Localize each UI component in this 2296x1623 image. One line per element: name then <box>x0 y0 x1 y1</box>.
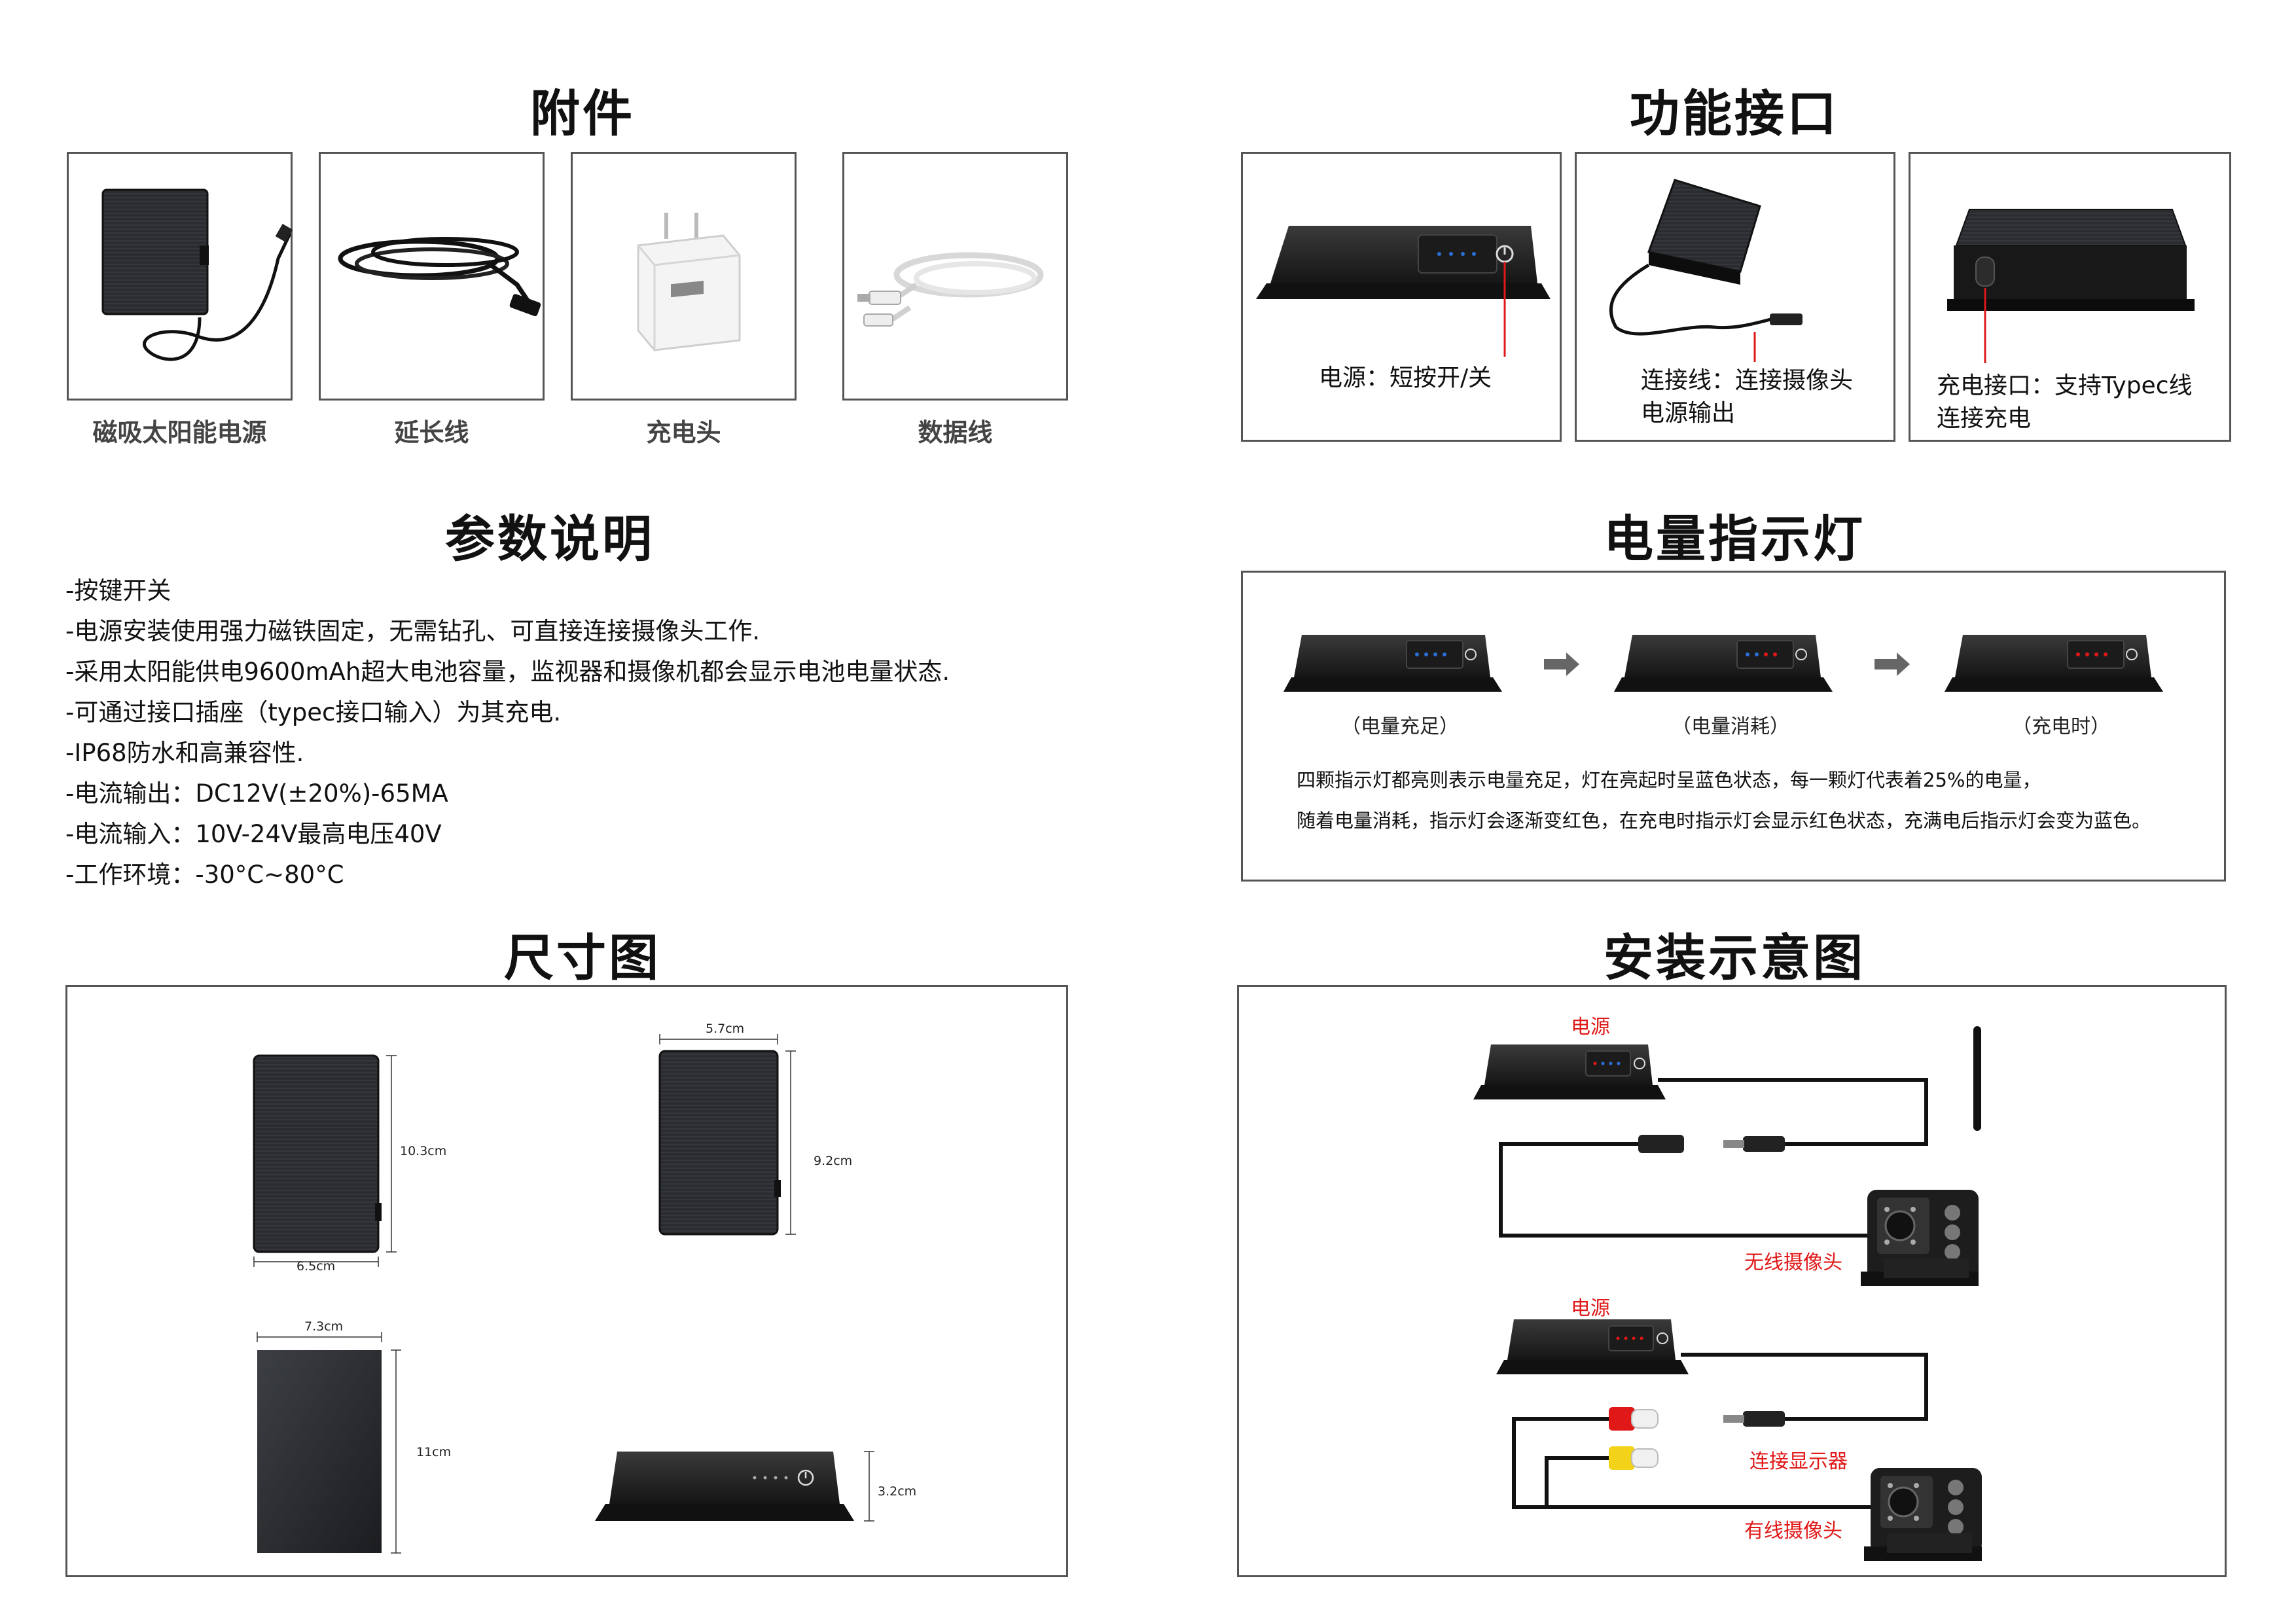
dimensions-title: 尺寸图 <box>504 929 661 987</box>
install-label-power-2: 电源 <box>1571 1297 1610 1320</box>
dim-label-height-2: 9.2cm <box>814 1154 853 1168</box>
accessory-label-usb: 数据线 <box>918 418 993 447</box>
interface-label-charging-line1: 充电接口：支持Typec线 <box>1937 372 2193 399</box>
accessories-title: 附件 <box>530 84 635 143</box>
install-diagram <box>1473 1026 1982 1561</box>
dim-label-height-3: 11cm <box>416 1445 452 1459</box>
param-line: -IP68防水和高兼容性. <box>65 739 304 767</box>
arrow-right-icon <box>1874 652 1910 676</box>
accessory-card-usb <box>842 152 1068 401</box>
install-label-power-1: 电源 <box>1571 1016 1610 1039</box>
accessory-card-extension <box>319 152 545 401</box>
dim-label-height-4: 3.2cm <box>878 1484 917 1499</box>
battery-state-consuming: （电量消耗） <box>1672 715 1789 738</box>
battery-state-charging: （充电时） <box>2012 715 2110 738</box>
param-line: -按键开关 <box>65 577 171 605</box>
battery-consuming-device <box>1614 635 1833 692</box>
param-line: -可通过接口插座（typec接口输入）为其充电. <box>65 698 562 726</box>
interface-label-power: 电源：短按开/关 <box>1319 365 1492 391</box>
install-label-wireless-camera: 无线摄像头 <box>1744 1251 1842 1274</box>
install-diagram-panel: 电源 无线摄像头 电源 连接显示器 有线摄像头 <box>1237 985 2227 1577</box>
install-title: 安装示意图 <box>1604 929 1865 987</box>
interface-label-connection-line1: 连接线：连接摄像头 <box>1641 367 1854 394</box>
device-front-small-image <box>658 1034 796 1236</box>
dim-label-width-1: 6.5cm <box>296 1259 336 1274</box>
interface-label-connection-line2: 电源输出 <box>1641 400 1736 427</box>
dim-label-height-1: 10.3cm <box>400 1144 447 1158</box>
dim-label-width-2: 5.7cm <box>706 1022 745 1036</box>
battery-title: 电量指示灯 <box>1604 510 1865 568</box>
power-box-image <box>1256 226 1551 357</box>
accessory-label-charger: 充电头 <box>646 418 721 447</box>
device-back-image <box>257 1332 401 1554</box>
battery-desc-line1: 四颗指示灯都亮则表示电量充足，灯在亮起时呈蓝色状态，每一颗灯代表着25%的电量， <box>1297 769 2041 791</box>
param-line: -采用太阳能供电9600mAh超大电池容量，监视器和摄像机都会显示电池电量状态. <box>65 658 950 686</box>
dim-label-width-3: 7.3cm <box>304 1319 344 1334</box>
interface-label-charging: 充电接口：支持Typec线 连接充电 <box>1937 370 2192 435</box>
params-title: 参数说明 <box>445 510 655 568</box>
battery-desc-line2: 随着电量消耗，指示灯会逐渐变红色，在充电时指示灯会显示红色状态，充满电后指示灯会… <box>1297 810 2151 832</box>
accessory-label-extension: 延长线 <box>394 418 469 447</box>
interface-label-charging-line2: 连接充电 <box>1937 405 2032 432</box>
battery-full-device <box>1283 635 1502 692</box>
param-line: -电流输入：10V-24V最高电压40V <box>65 820 442 848</box>
solar-box-image <box>1609 179 1803 362</box>
arrow-right-icon <box>1544 652 1579 676</box>
install-label-monitor: 连接显示器 <box>1749 1450 1848 1473</box>
battery-indicator-panel: （电量充足） （电量消耗） （充电时） 四颗指示灯都亮则表示电量充足，灯在亮起时… <box>1241 571 2226 882</box>
interface-label-connection: 连接线：连接摄像头 电源输出 <box>1641 365 1853 430</box>
dimensions-panel: 10.3cm 6.5cm 5.7cm 9.2cm 7.3cm 11cm 3. <box>65 985 1068 1577</box>
device-front-image <box>253 1054 397 1267</box>
charger-icon <box>637 213 741 351</box>
battery-state-full: （电量充足） <box>1341 715 1459 738</box>
accessory-card-solar <box>67 152 293 401</box>
param-line: -电源安装使用强力磁铁固定，无需钻孔、可直接连接摄像头工作. <box>65 617 761 645</box>
param-line: -电流输出：DC12V(±20%)-65MA <box>65 779 448 808</box>
accessory-card-charger <box>571 152 797 401</box>
battery-charging-device <box>1945 635 2163 692</box>
cable-icon <box>338 237 541 317</box>
charging-port-image <box>1947 209 2195 363</box>
accessory-label-solar: 磁吸太阳能电源 <box>92 418 267 447</box>
param-line: -工作环境：-30°C~80°C <box>65 861 344 889</box>
usb-cable-icon <box>857 252 1044 327</box>
install-label-wired-camera: 有线摄像头 <box>1744 1520 1842 1543</box>
interfaces-title: 功能接口 <box>1630 84 1839 143</box>
device-side-image <box>595 1451 874 1522</box>
interface-card-charging: 充电接口：支持Typec线 连接充电 <box>1909 152 2231 442</box>
interface-card-power: 电源：短按开/关 <box>1241 152 1562 442</box>
interface-card-connection: 连接线：连接摄像头 电源输出 <box>1575 152 1895 442</box>
solar-panel-icon <box>101 188 293 361</box>
